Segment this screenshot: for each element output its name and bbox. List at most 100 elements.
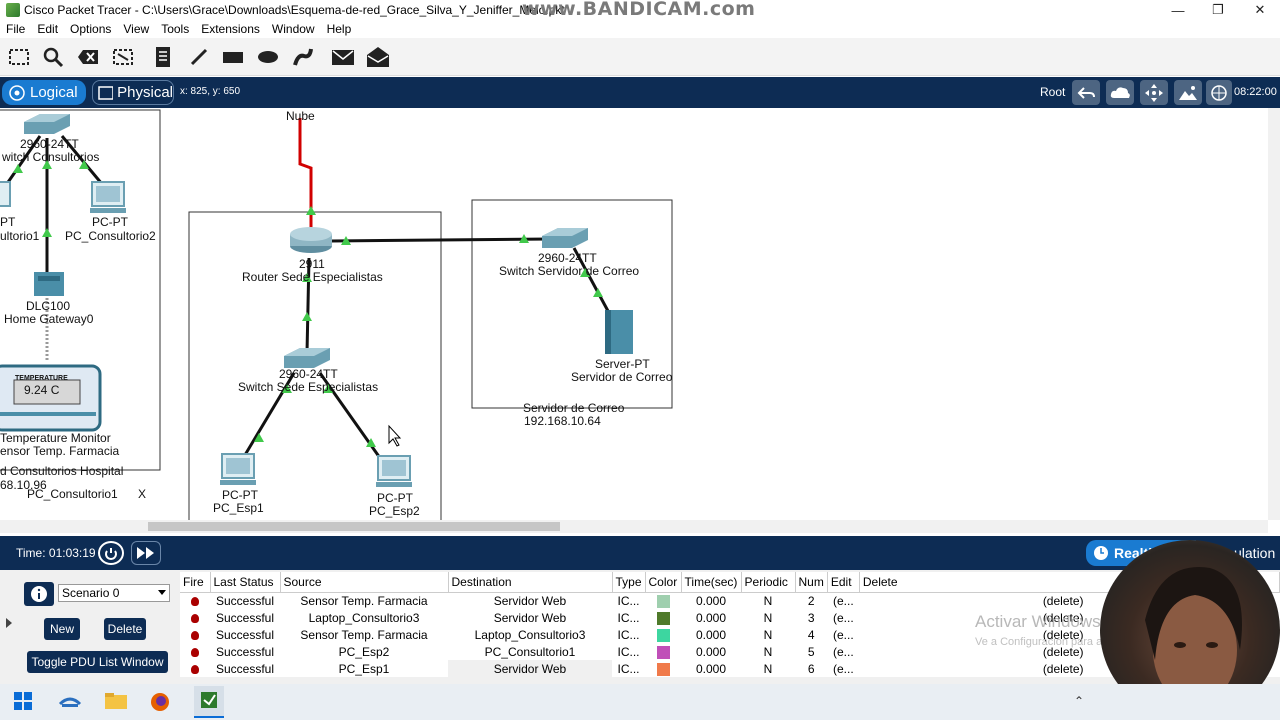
cell-edit[interactable]: (e... — [833, 627, 854, 642]
inspect-icon[interactable] — [40, 44, 66, 70]
ellipse-icon[interactable] — [255, 44, 281, 70]
cell-periodic: N — [763, 627, 773, 642]
table-row[interactable]: Successful Sensor Temp. Farmacia Servido… — [180, 592, 1280, 609]
cluster-especialistas-box — [188, 211, 442, 520]
logical-workspace[interactable]: Nube 2960-24TT witch Consultorios PT ult… — [0, 108, 1268, 520]
cell-source: PC_Esp2 — [338, 644, 390, 659]
cell-type: IC... — [617, 610, 640, 625]
fast-forward-icon[interactable] — [131, 541, 161, 565]
cluster-correo-name: Servidor de Correo — [523, 401, 625, 415]
scenario-select[interactable]: Scenario 0 — [58, 584, 170, 602]
table-row[interactable]: Successful Sensor Temp. Farmacia Laptop_… — [180, 626, 1280, 643]
delete-icon[interactable] — [76, 44, 102, 70]
fire-icon[interactable] — [180, 626, 210, 643]
cell-delete[interactable]: (delete) — [1042, 661, 1084, 676]
col-type[interactable]: Type — [612, 572, 646, 593]
cell-edit[interactable]: (e... — [833, 610, 854, 625]
freeform-icon[interactable] — [290, 44, 316, 70]
activate-windows-line1: Activar Windows — [975, 612, 1101, 631]
cell-color — [645, 609, 681, 626]
vertical-scrollbar[interactable] — [1268, 108, 1280, 520]
col-source[interactable]: Source — [280, 572, 449, 593]
file-explorer-icon[interactable] — [104, 692, 127, 712]
cluster-cloud-icon[interactable] — [1106, 80, 1134, 105]
tab-physical[interactable]: Physical — [92, 80, 174, 105]
menu-view[interactable]: View — [123, 22, 150, 36]
menu-tools[interactable]: Tools — [161, 22, 190, 36]
delete-scenario-button[interactable]: Delete — [104, 618, 146, 640]
cell-type: IC... — [617, 593, 640, 608]
cell-delete[interactable]: (delete) — [1042, 593, 1084, 608]
back-icon[interactable] — [1072, 80, 1100, 105]
col-periodic[interactable]: Periodic — [741, 572, 796, 593]
maximize-button[interactable]: ❐ — [1212, 2, 1224, 17]
cell-delete[interactable]: (delete) — [1042, 610, 1084, 625]
fire-icon[interactable] — [180, 609, 210, 626]
viewport-icon[interactable] — [1206, 80, 1232, 105]
rectangle-icon[interactable] — [220, 44, 246, 70]
col-fire[interactable]: Fire — [180, 572, 211, 593]
simulation-mode-button[interactable]: ulation — [1200, 540, 1280, 566]
table-row[interactable]: Successful PC_Esp1 Servidor Web IC... 0.… — [180, 660, 1280, 677]
switch-esp-icon — [284, 348, 330, 368]
cell-type: IC... — [617, 661, 640, 676]
tray-chevron-up-icon[interactable]: ⌃ — [1074, 694, 1085, 708]
col-destination[interactable]: Destination — [448, 572, 613, 593]
horizontal-scrollbar[interactable] — [0, 520, 1268, 533]
col-last-status[interactable]: Last Status — [210, 572, 281, 593]
cell-num: 6 — [807, 661, 815, 676]
cell-edit[interactable]: (e... — [833, 661, 854, 676]
cell-source: Sensor Temp. Farmacia — [300, 627, 428, 642]
menu-bar: File Edit Options View Tools Extensions … — [0, 20, 1280, 38]
cell-edit[interactable]: (e... — [833, 644, 854, 659]
root-label[interactable]: Root — [1040, 85, 1066, 99]
set-background-icon[interactable] — [1174, 80, 1202, 105]
close-tag-icon[interactable]: X — [138, 487, 147, 501]
cell-delete[interactable]: (delete) — [1042, 627, 1084, 642]
menu-options[interactable]: Options — [70, 22, 112, 36]
table-row[interactable]: Successful Laptop_Consultorio3 Servidor … — [180, 609, 1280, 626]
cell-time: 0.000 — [696, 644, 727, 659]
menu-edit[interactable]: Edit — [37, 22, 59, 36]
cell-source: Sensor Temp. Farmacia — [300, 593, 428, 608]
windows-start-icon[interactable] — [14, 692, 36, 712]
draw-line-icon[interactable] — [186, 44, 212, 70]
horizontal-scroll-thumb[interactable] — [148, 522, 560, 531]
packet-tracer-taskbar-icon[interactable] — [194, 686, 224, 718]
note-icon[interactable] — [150, 44, 176, 70]
menu-window[interactable]: Window — [271, 22, 315, 36]
menu-help[interactable]: Help — [326, 22, 352, 36]
cell-edit[interactable]: (e... — [833, 593, 854, 608]
resize-icon[interactable] — [110, 44, 136, 70]
fire-icon[interactable] — [180, 660, 210, 677]
col-time[interactable]: Time(sec) — [681, 572, 742, 593]
expand-arrow-icon[interactable] — [6, 618, 12, 628]
power-cycle-icon[interactable] — [98, 541, 124, 565]
info-button[interactable] — [24, 582, 54, 606]
toggle-pdu-list-button[interactable]: Toggle PDU List Window — [27, 651, 168, 673]
minimize-button[interactable]: — — [1171, 2, 1185, 18]
close-button[interactable]: ✕ — [1254, 2, 1266, 17]
add-simple-pdu-icon[interactable] — [330, 44, 356, 70]
physical-view-icon — [98, 85, 114, 100]
col-color[interactable]: Color — [645, 572, 682, 593]
menu-extensions[interactable]: Extensions — [201, 22, 260, 36]
col-edit[interactable]: Edit — [827, 572, 860, 593]
menu-file[interactable]: File — [6, 22, 26, 36]
fire-icon[interactable] — [180, 592, 210, 609]
fire-icon[interactable] — [180, 643, 210, 660]
select-icon[interactable] — [6, 44, 32, 70]
move-object-icon[interactable] — [1140, 80, 1168, 105]
add-complex-pdu-icon[interactable] — [365, 44, 391, 70]
packet-tracer-icon — [6, 3, 20, 17]
network-app-icon[interactable] — [58, 692, 82, 712]
switch-correo-name: Switch Servidor de Correo — [499, 264, 640, 278]
cell-delete[interactable]: (delete) — [1042, 644, 1084, 659]
temperature-monitor-icon — [0, 364, 102, 432]
tab-logical[interactable]: Logical — [2, 80, 86, 105]
table-row[interactable]: Successful PC_Esp2 PC_Consultorio1 IC...… — [180, 643, 1280, 660]
new-scenario-button[interactable]: New — [44, 618, 80, 640]
firefox-icon[interactable] — [150, 692, 172, 712]
window-title: Cisco Packet Tracer - C:\Users\Grace\Dow… — [24, 3, 565, 17]
col-num[interactable]: Num — [795, 572, 828, 593]
